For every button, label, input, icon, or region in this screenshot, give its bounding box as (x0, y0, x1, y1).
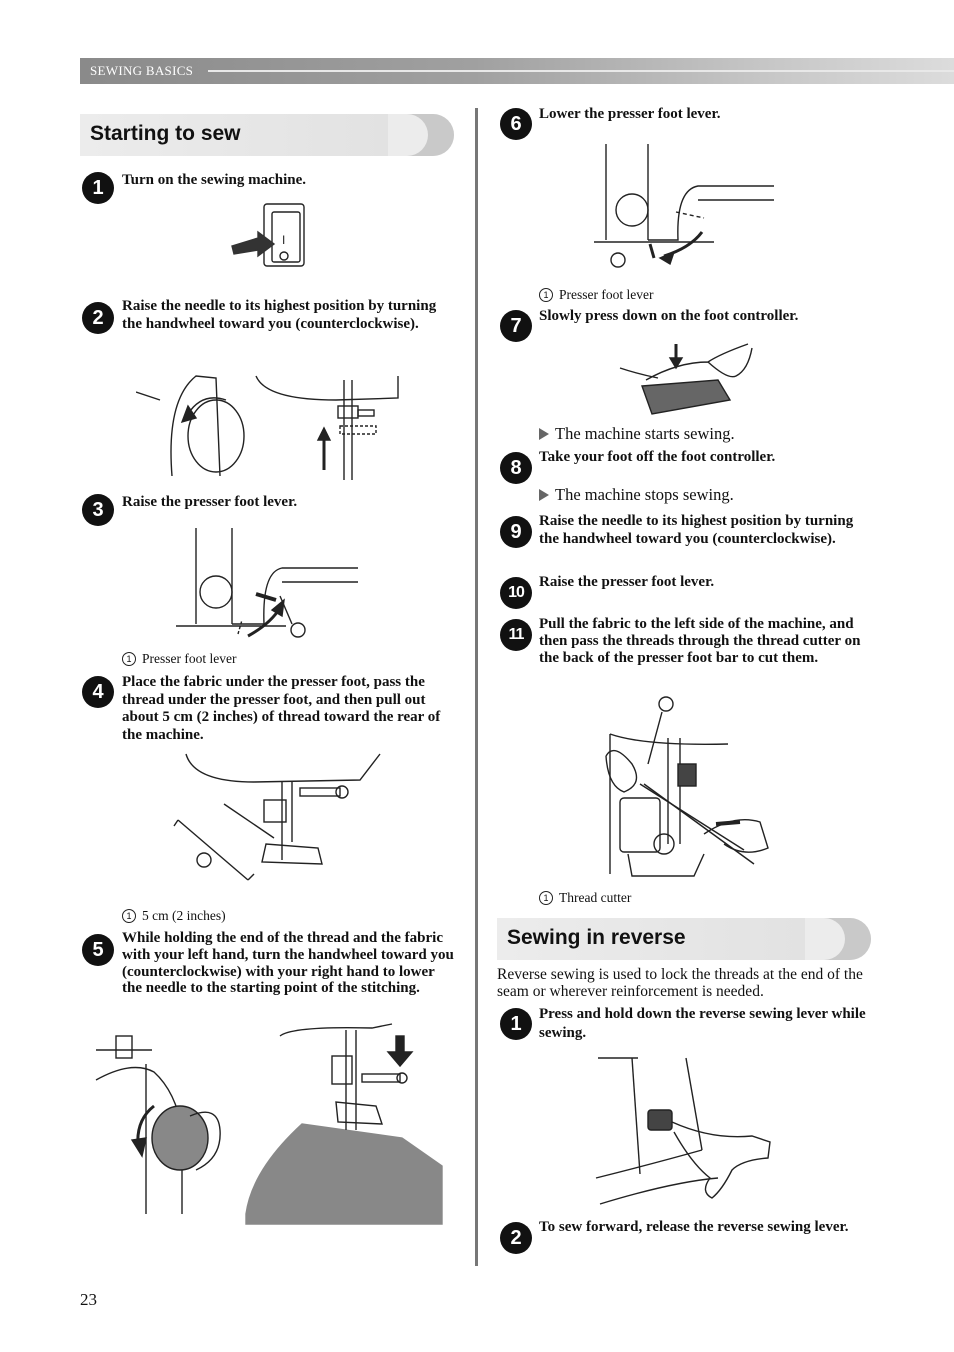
thread-under-foot-illustration (173, 753, 381, 881)
reverse-intro: Reverse sewing is used to lock the threa… (497, 966, 863, 1000)
step-number: 5 (82, 934, 114, 966)
step-number: 2 (500, 1222, 532, 1254)
step-text: Raise the needle to its highest position… (539, 513, 854, 547)
step-number: 4 (82, 676, 114, 708)
step-number: 8 (500, 452, 532, 484)
result-marker-icon (539, 489, 549, 501)
step-text: Slowly press down on the foot controller… (539, 308, 799, 324)
reverse-lever-illustration (595, 1057, 771, 1205)
step-number: 2 (82, 302, 114, 334)
step-text: Place the fabric under the presser foot,… (122, 674, 441, 743)
step-text: Press and hold down the reverse sewing l… (539, 1006, 866, 1041)
result-marker-icon (539, 428, 549, 440)
presser-foot-lever-raise-illustration (176, 528, 358, 638)
running-header: SEWING BASICS (80, 58, 954, 84)
section-title-starting: Starting to sew (80, 114, 454, 156)
step-text: Raise the needle to its highest position… (122, 298, 437, 332)
page-number: 23 (80, 1290, 97, 1309)
step-number: 1 (82, 172, 114, 204)
power-switch-illustration: I (231, 203, 305, 267)
presser-foot-lever-lower-illustration (594, 144, 774, 268)
step-number: 6 (500, 108, 532, 140)
result-text: The machine stops sewing. (539, 485, 734, 505)
page-title: Starting to sew (90, 122, 241, 145)
thread-cutter-illustration (605, 696, 769, 877)
step-number: 9 (500, 516, 532, 548)
step-text: Take your foot off the foot controller. (539, 449, 776, 465)
step-number: 3 (82, 494, 114, 526)
step-text: To sew forward, release the reverse sewi… (539, 1219, 849, 1235)
header-rule (208, 70, 954, 72)
step-text: Raise the presser foot lever. (539, 574, 715, 590)
result-text: The machine starts sewing. (539, 424, 735, 444)
switch-on-symbol: I (282, 233, 285, 247)
foot-controller-illustration (619, 343, 753, 415)
step-text: Lower the presser foot lever. (539, 106, 721, 122)
step-number: 7 (500, 310, 532, 342)
column-divider (475, 108, 478, 1266)
handwheel-illustration (136, 375, 399, 480)
section-label: SEWING BASICS (90, 63, 194, 78)
step-text: Pull the fabric to the left side of the … (539, 616, 861, 666)
step-text: While holding the end of the thread and … (122, 930, 454, 997)
section-title-reverse: Sewing in reverse (497, 918, 871, 960)
step-number: 11 (500, 619, 532, 651)
step-text: Raise the presser foot lever. (122, 494, 298, 510)
lower-needle-illustration (95, 1023, 443, 1225)
section-heading: Sewing in reverse (507, 926, 686, 949)
step-number: 10 (500, 577, 532, 609)
step-text: Turn on the sewing machine. (122, 172, 307, 188)
step-number: 1 (500, 1008, 532, 1040)
